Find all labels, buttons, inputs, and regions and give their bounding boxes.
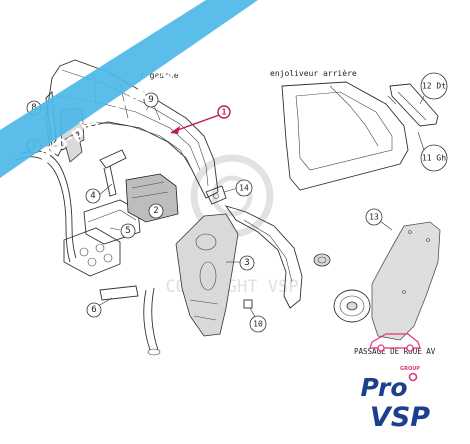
callout-5: 5 xyxy=(120,223,136,239)
label-passage-de-roue: PASSAGE DE ROUE AV xyxy=(354,347,436,356)
site-banner: pro-piece-vsp.com xyxy=(0,0,258,178)
callout-1: 1 xyxy=(217,105,231,119)
part-13-mud-flap xyxy=(371,221,441,341)
callout-13-number: 13 xyxy=(369,213,379,222)
part-10-clip xyxy=(243,299,253,309)
callout-4: 4 xyxy=(85,188,101,204)
callout-9-number: 9 xyxy=(148,95,153,105)
rear-trim-panel xyxy=(281,81,409,191)
callout-12-number: 12 Dt xyxy=(422,82,446,91)
lamp-socket-small xyxy=(313,253,331,267)
callout-4-number: 4 xyxy=(90,191,95,201)
callout-3-number: 3 xyxy=(244,258,249,268)
callout-12: 12 Dt xyxy=(420,72,448,100)
part-4-bracket xyxy=(99,149,127,197)
callout-2-number: 2 xyxy=(153,206,158,216)
provsp-logo: GROUP Pro VSP xyxy=(360,333,430,433)
highlight-arrow-1 xyxy=(170,113,223,134)
callout-6-number: 6 xyxy=(91,305,96,315)
part-3-wheel-liner xyxy=(175,213,239,337)
callout-3: 3 xyxy=(239,255,255,271)
label-aile-gauche: r gauche xyxy=(140,71,179,80)
callout-5-number: 5 xyxy=(125,226,130,236)
hose xyxy=(15,150,77,263)
part-lower-housing xyxy=(63,227,121,277)
logo-pro-text: Pro xyxy=(360,373,407,402)
logo-accent-icon xyxy=(408,372,418,382)
callout-14-number: 14 xyxy=(239,184,249,193)
part-14-bracket xyxy=(205,185,227,205)
callout-11: 11 Gh xyxy=(420,144,448,172)
callout-13: 13 xyxy=(365,208,383,226)
part-12-trim-strip xyxy=(389,83,439,127)
part-2-shield xyxy=(125,173,179,223)
part-6-bracket xyxy=(97,285,139,307)
logo-group-text: GROUP xyxy=(400,366,420,372)
label-enjoliveur-arriere: enjoliveur arrière xyxy=(270,68,357,78)
callout-2: 2 xyxy=(148,203,164,219)
logo-vsp-text: VSP xyxy=(370,402,430,433)
callout-10-number: 10 xyxy=(253,320,263,329)
callout-6: 6 xyxy=(86,302,102,318)
callout-14: 14 xyxy=(235,179,253,197)
part-5-support-frame xyxy=(83,199,141,245)
callout-11-number: 11 Gh xyxy=(422,154,446,163)
callout-10: 10 xyxy=(249,315,267,333)
callout-1-number: 1 xyxy=(222,108,227,117)
lamp-headlight xyxy=(333,289,371,323)
callout-8-number: 8 xyxy=(31,103,36,113)
side-trim-strip xyxy=(224,205,303,309)
lower-pipe xyxy=(143,287,161,356)
callout-9: 9 xyxy=(143,92,159,108)
